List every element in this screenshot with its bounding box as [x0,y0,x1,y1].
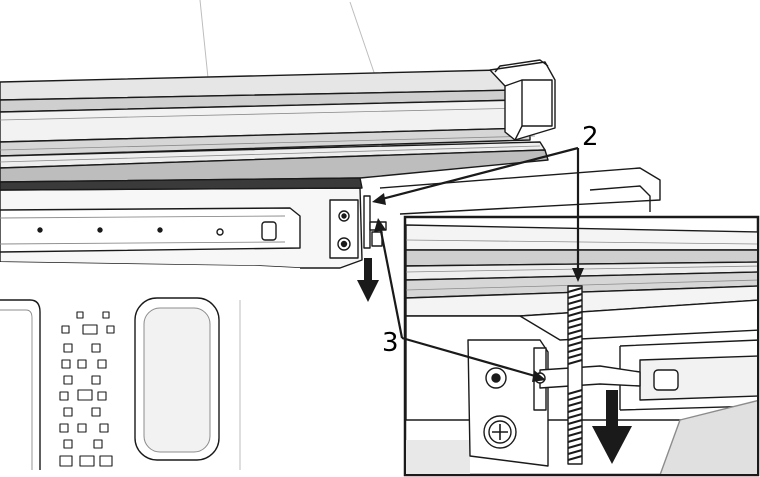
leader-line-3b [401,336,543,380]
main-view [0,0,661,470]
leader-line-2a [377,146,579,202]
detail-inset [403,215,760,477]
large-arrow-down-icon [592,390,632,464]
arrow-down-icon [357,258,379,302]
right-bed-rail [379,167,661,215]
threaded-rod [567,287,583,461]
tonneau-rails [0,69,549,191]
tie-down-slots [59,311,115,467]
rail-end-cap [489,59,556,141]
leader-arrowheads [372,193,584,382]
leader-lines [377,146,580,380]
bed-lower-panel [0,262,300,470]
leader-line-3a [378,225,404,339]
callout-label-2: 2 [582,122,599,152]
bed-rail-channel [0,207,301,253]
callout-label-3: 3 [382,328,399,358]
